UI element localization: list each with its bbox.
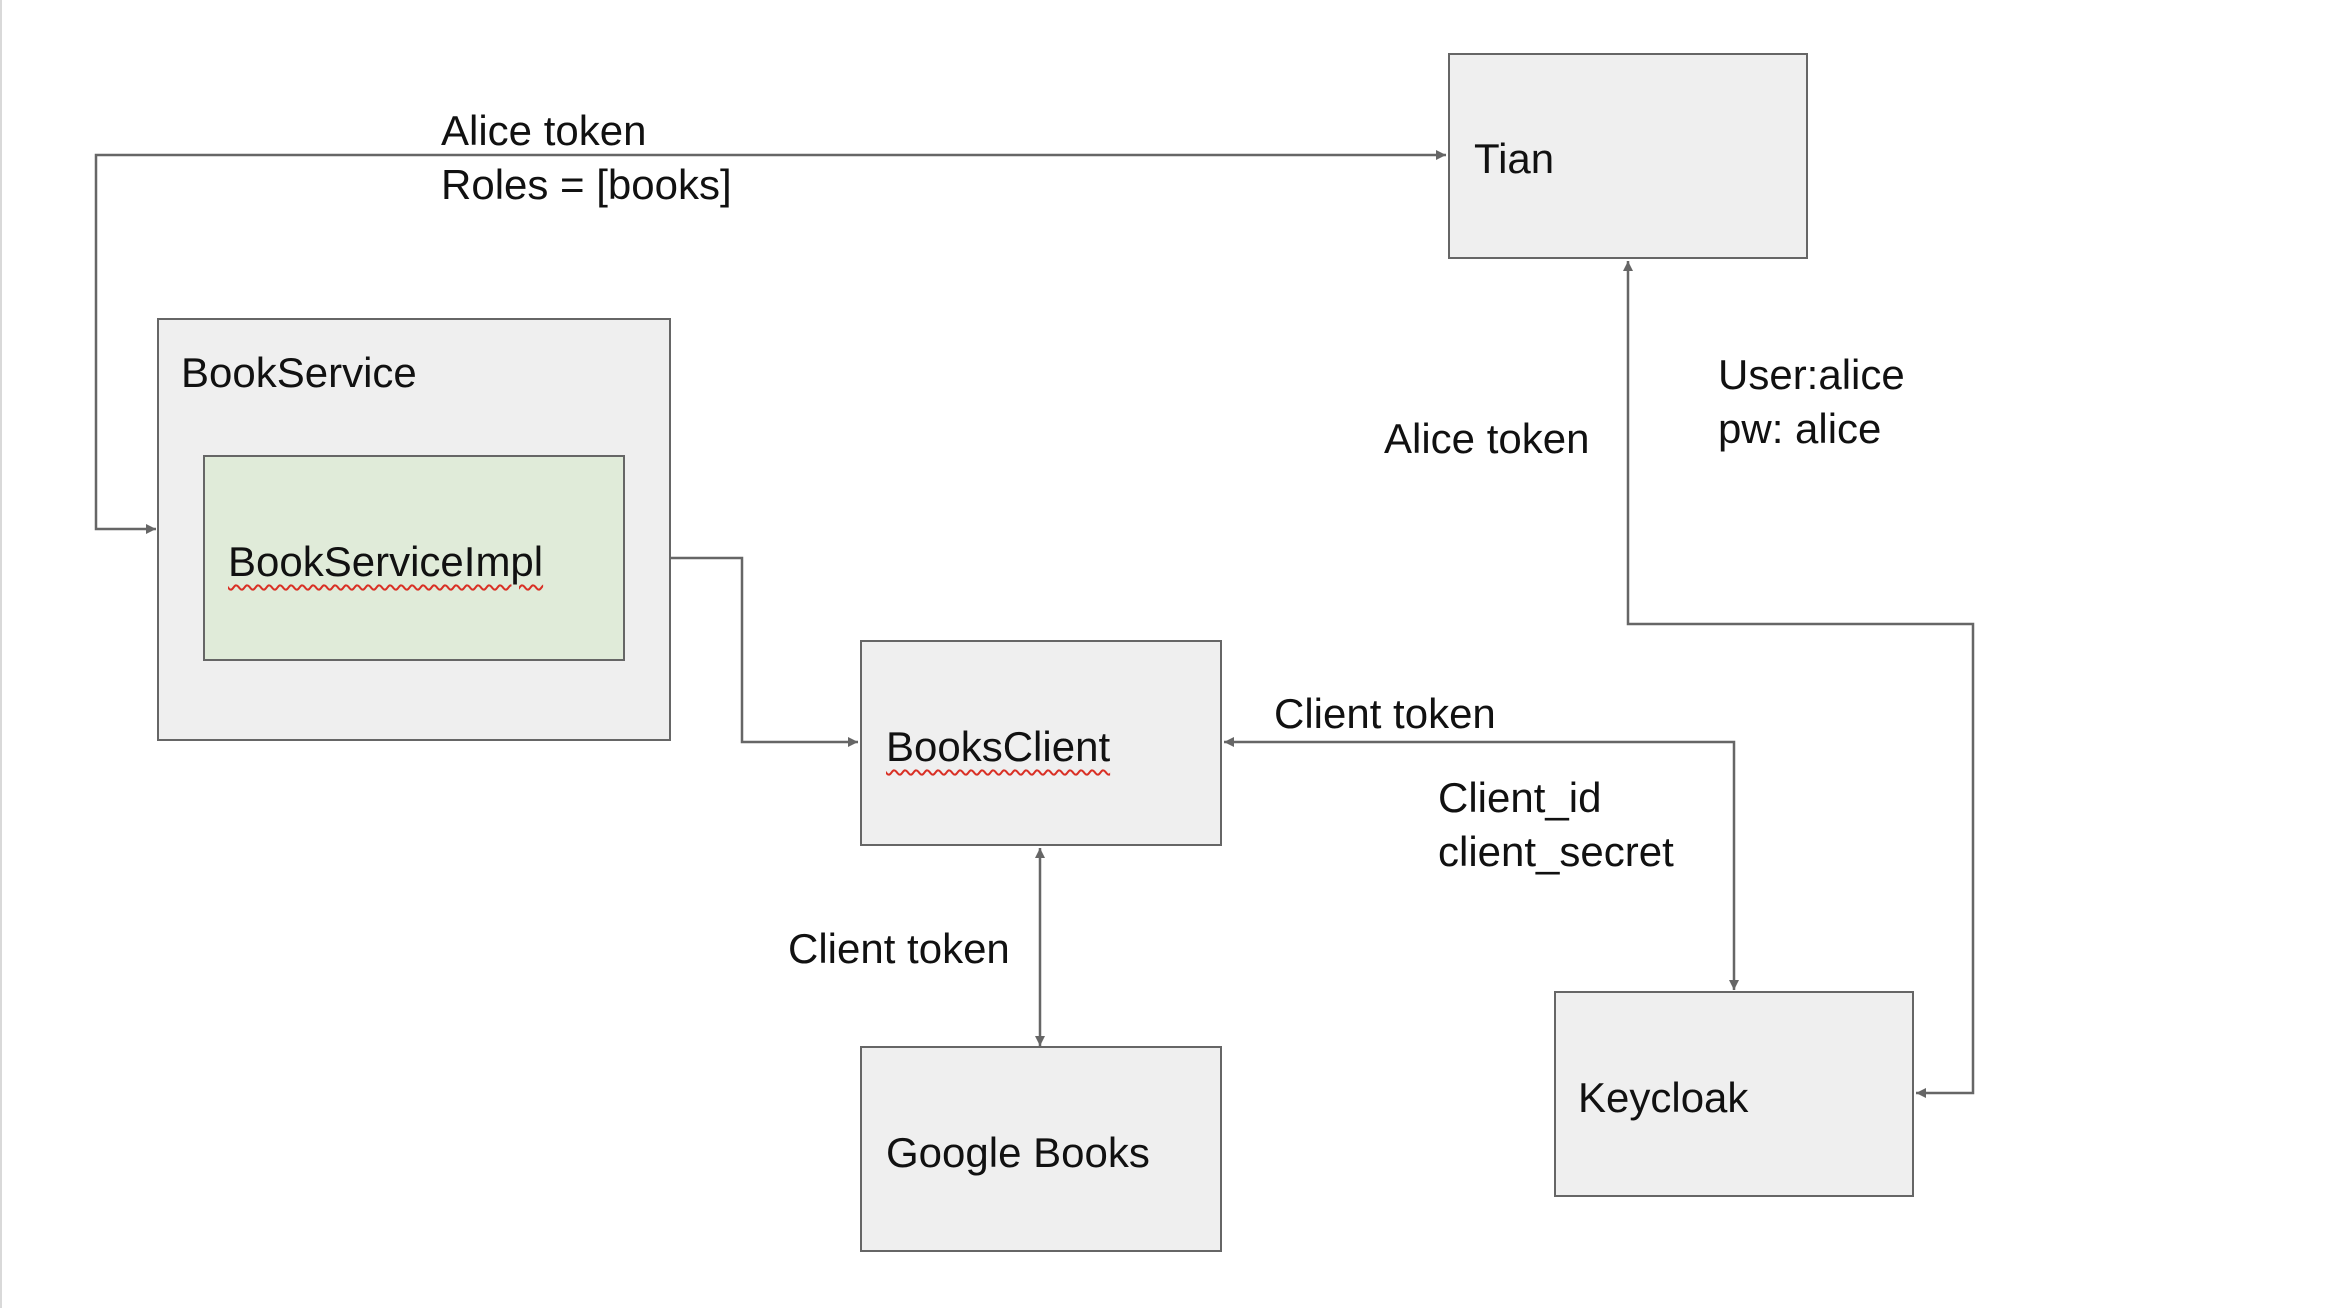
node-bookservice-label: BookService bbox=[181, 349, 417, 396]
node-booksclient[interactable] bbox=[860, 640, 1222, 846]
node-googlebooks[interactable] bbox=[860, 1046, 1222, 1252]
node-tian-label: Tian bbox=[1474, 135, 1555, 182]
node-keycloak[interactable] bbox=[1554, 991, 1914, 1197]
node-keycloak-label: Keycloak bbox=[1578, 1074, 1749, 1121]
edge-label-alice-token-right: Alice token bbox=[1384, 415, 1590, 462]
edge-label-client-secret: client_secret bbox=[1438, 828, 1674, 875]
edge-label-client-token-bottom: Client token bbox=[788, 925, 1010, 972]
edge-label-alice-token-top: Alice token bbox=[441, 107, 647, 154]
edge-bookserviceimpl-to-booksclient bbox=[624, 556, 858, 747]
edge-label-user: User:alice bbox=[1718, 351, 1905, 398]
edge-tian-to-bookservice bbox=[94, 150, 1446, 534]
edge-label-roles: Roles = [books] bbox=[441, 161, 732, 208]
edge-label-client-id: Client_id bbox=[1438, 774, 1602, 821]
edge-tian-keycloak bbox=[1623, 261, 1975, 1098]
page-left-edge bbox=[0, 0, 2, 1308]
node-bookserviceimpl[interactable] bbox=[203, 455, 625, 661]
edge-label-pw: pw: alice bbox=[1718, 405, 1882, 452]
node-booksclient-label: BooksClient bbox=[886, 723, 1111, 770]
edge-label-client-token-right: Client token bbox=[1274, 690, 1496, 737]
node-bookserviceimpl-label: BookServiceImpl bbox=[228, 538, 544, 585]
node-googlebooks-label: Google Books bbox=[886, 1129, 1150, 1176]
node-tian[interactable] bbox=[1448, 53, 1808, 259]
